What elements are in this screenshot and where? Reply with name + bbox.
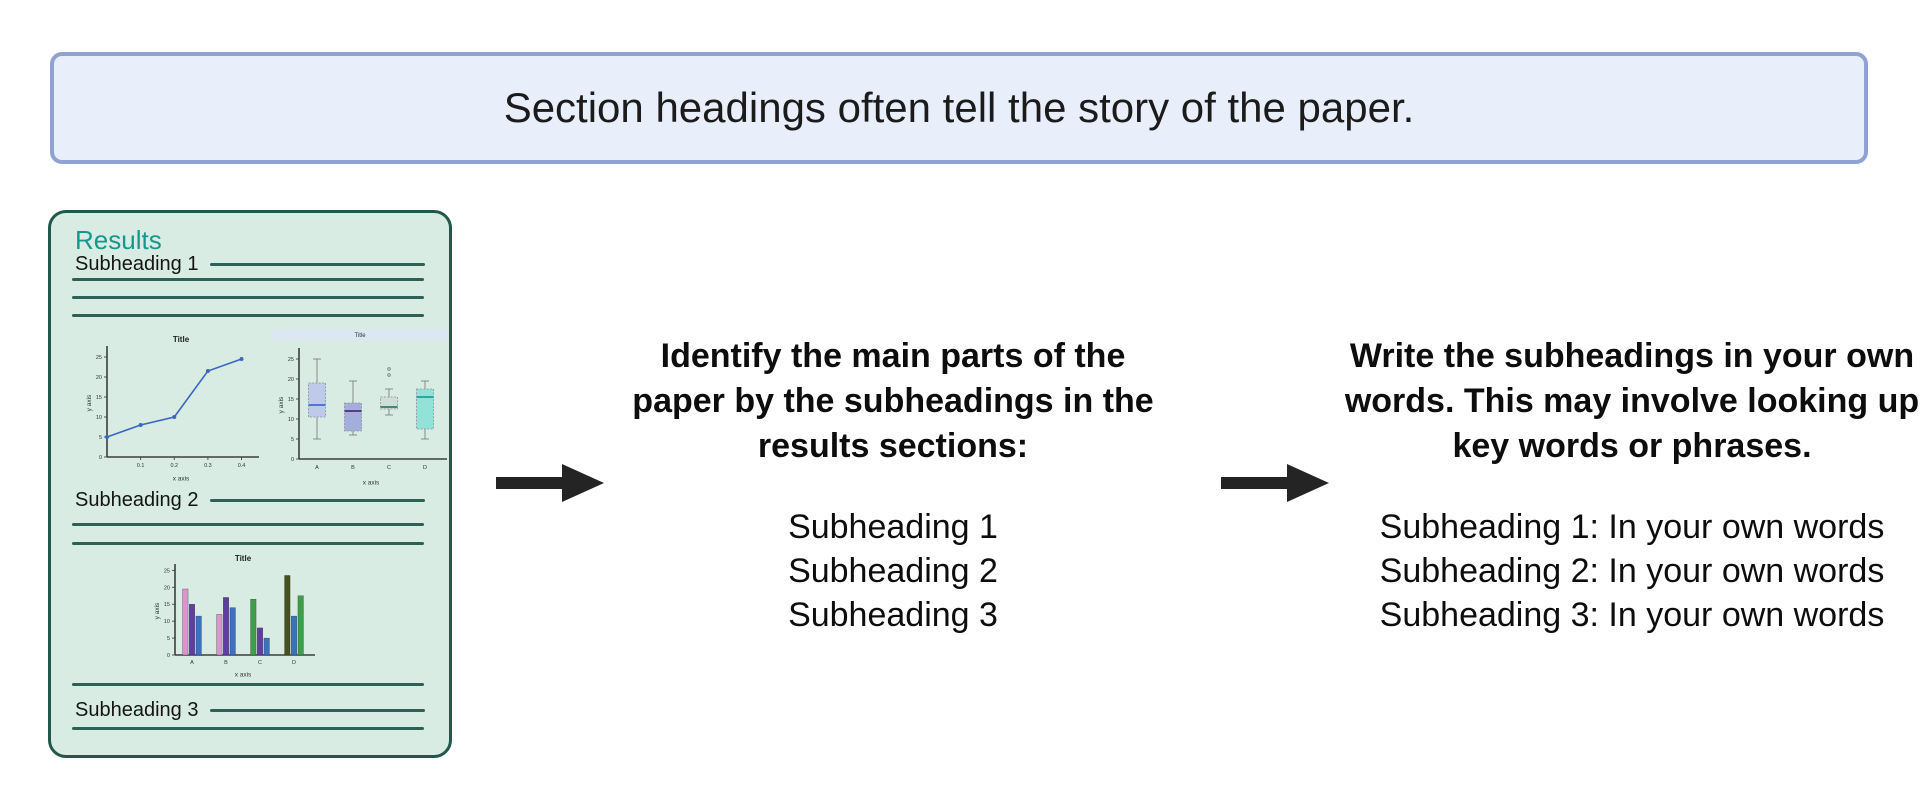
subheading-1-row: Subheading 1 bbox=[75, 253, 425, 276]
svg-text:20: 20 bbox=[288, 377, 294, 383]
subheading-2-row: Subheading 2 bbox=[75, 489, 425, 512]
svg-text:0: 0 bbox=[99, 455, 102, 461]
svg-text:0.2: 0.2 bbox=[170, 463, 178, 469]
text-placeholder-line bbox=[72, 296, 424, 299]
svg-text:5: 5 bbox=[167, 636, 170, 642]
svg-text:0: 0 bbox=[291, 457, 294, 463]
heading-rule bbox=[210, 263, 425, 266]
list-item: Subheading 3: In your own words bbox=[1379, 596, 1885, 634]
svg-text:0.3: 0.3 bbox=[204, 463, 212, 469]
subheading-2-label: Subheading 2 bbox=[75, 489, 199, 511]
subheading-1-label: Subheading 1 bbox=[75, 253, 199, 275]
text-placeholder-line bbox=[72, 727, 424, 730]
svg-text:5: 5 bbox=[291, 437, 294, 443]
svg-text:25: 25 bbox=[96, 355, 102, 361]
svg-text:0: 0 bbox=[167, 653, 170, 659]
svg-text:C: C bbox=[258, 660, 262, 666]
svg-text:B: B bbox=[224, 660, 228, 666]
heading-rule bbox=[210, 499, 425, 502]
text-placeholder-line bbox=[72, 542, 424, 545]
svg-text:Title: Title bbox=[235, 554, 252, 563]
step-1-items: Subheading 1 Subheading 2 Subheading 3 bbox=[612, 505, 1174, 637]
svg-text:15: 15 bbox=[96, 395, 102, 401]
text-placeholder-line bbox=[72, 523, 424, 526]
arrow-right-icon bbox=[1221, 464, 1329, 502]
svg-text:y axis: y axis bbox=[86, 394, 93, 411]
svg-text:10: 10 bbox=[288, 417, 294, 423]
heading-rule bbox=[210, 709, 425, 712]
svg-text:y axis: y axis bbox=[154, 602, 161, 619]
list-item: Subheading 3 bbox=[788, 596, 998, 634]
svg-text:D: D bbox=[423, 465, 427, 471]
svg-text:x axis: x axis bbox=[173, 476, 190, 483]
svg-text:20: 20 bbox=[164, 585, 170, 591]
text-placeholder-line bbox=[72, 314, 424, 317]
paper-preview: Results Subheading 1 0 5 10 15 20 25 x axis y a… bbox=[48, 210, 452, 758]
step-2-heading: Write the subheadings in your own words.… bbox=[1344, 337, 1920, 465]
list-item: Subheading 2 bbox=[788, 552, 998, 590]
svg-text:D: D bbox=[292, 660, 296, 666]
svg-text:x axis: x axis bbox=[363, 480, 380, 487]
svg-text:B: B bbox=[351, 465, 355, 471]
text-placeholder-line bbox=[72, 278, 424, 281]
arrow-right-icon bbox=[496, 464, 604, 502]
svg-text:25: 25 bbox=[164, 568, 170, 574]
svg-text:20: 20 bbox=[96, 375, 102, 381]
list-item: Subheading 1: In your own words bbox=[1379, 508, 1885, 546]
svg-text:25: 25 bbox=[288, 357, 294, 363]
svg-text:15: 15 bbox=[288, 397, 294, 403]
subheading-3-label: Subheading 3 bbox=[75, 699, 199, 721]
step-rewrite-subheadings: Write the subheadings in your own words.… bbox=[1344, 334, 1920, 637]
line-chart: 0 5 10 15 20 25 x axis y axis Title 0.1 0.2 0.3 0.4 bbox=[86, 335, 259, 483]
svg-text:A: A bbox=[315, 465, 319, 471]
list-item: Subheading 2: In your own words bbox=[1379, 552, 1885, 590]
svg-text:0.1: 0.1 bbox=[137, 463, 145, 469]
svg-text:5: 5 bbox=[99, 435, 102, 441]
svg-text:y axis: y axis bbox=[278, 396, 285, 413]
text-placeholder-line bbox=[72, 683, 424, 686]
step-1-heading: Identify the main parts of the paper by … bbox=[632, 337, 1154, 465]
banner: Section headings often tell the story of… bbox=[50, 52, 1868, 164]
svg-text:10: 10 bbox=[96, 415, 102, 421]
svg-text:A: A bbox=[190, 660, 194, 666]
svg-text:10: 10 bbox=[164, 619, 170, 625]
svg-text:15: 15 bbox=[164, 602, 170, 608]
svg-text:C: C bbox=[387, 465, 391, 471]
results-section-title: Results bbox=[75, 225, 162, 255]
svg-text:x axis: x axis bbox=[235, 672, 252, 679]
svg-text:Title: Title bbox=[173, 335, 190, 344]
step-2-items: Subheading 1: In your own words Subheadi… bbox=[1344, 505, 1920, 637]
banner-text: Section headings often tell the story of… bbox=[503, 84, 1415, 131]
svg-text:0.4: 0.4 bbox=[238, 463, 246, 469]
step-identify-subheadings: Identify the main parts of the paper by … bbox=[612, 334, 1174, 637]
subheading-3-row: Subheading 3 bbox=[75, 699, 425, 722]
svg-text:Title: Title bbox=[354, 333, 366, 339]
list-item: Subheading 1 bbox=[788, 508, 998, 546]
